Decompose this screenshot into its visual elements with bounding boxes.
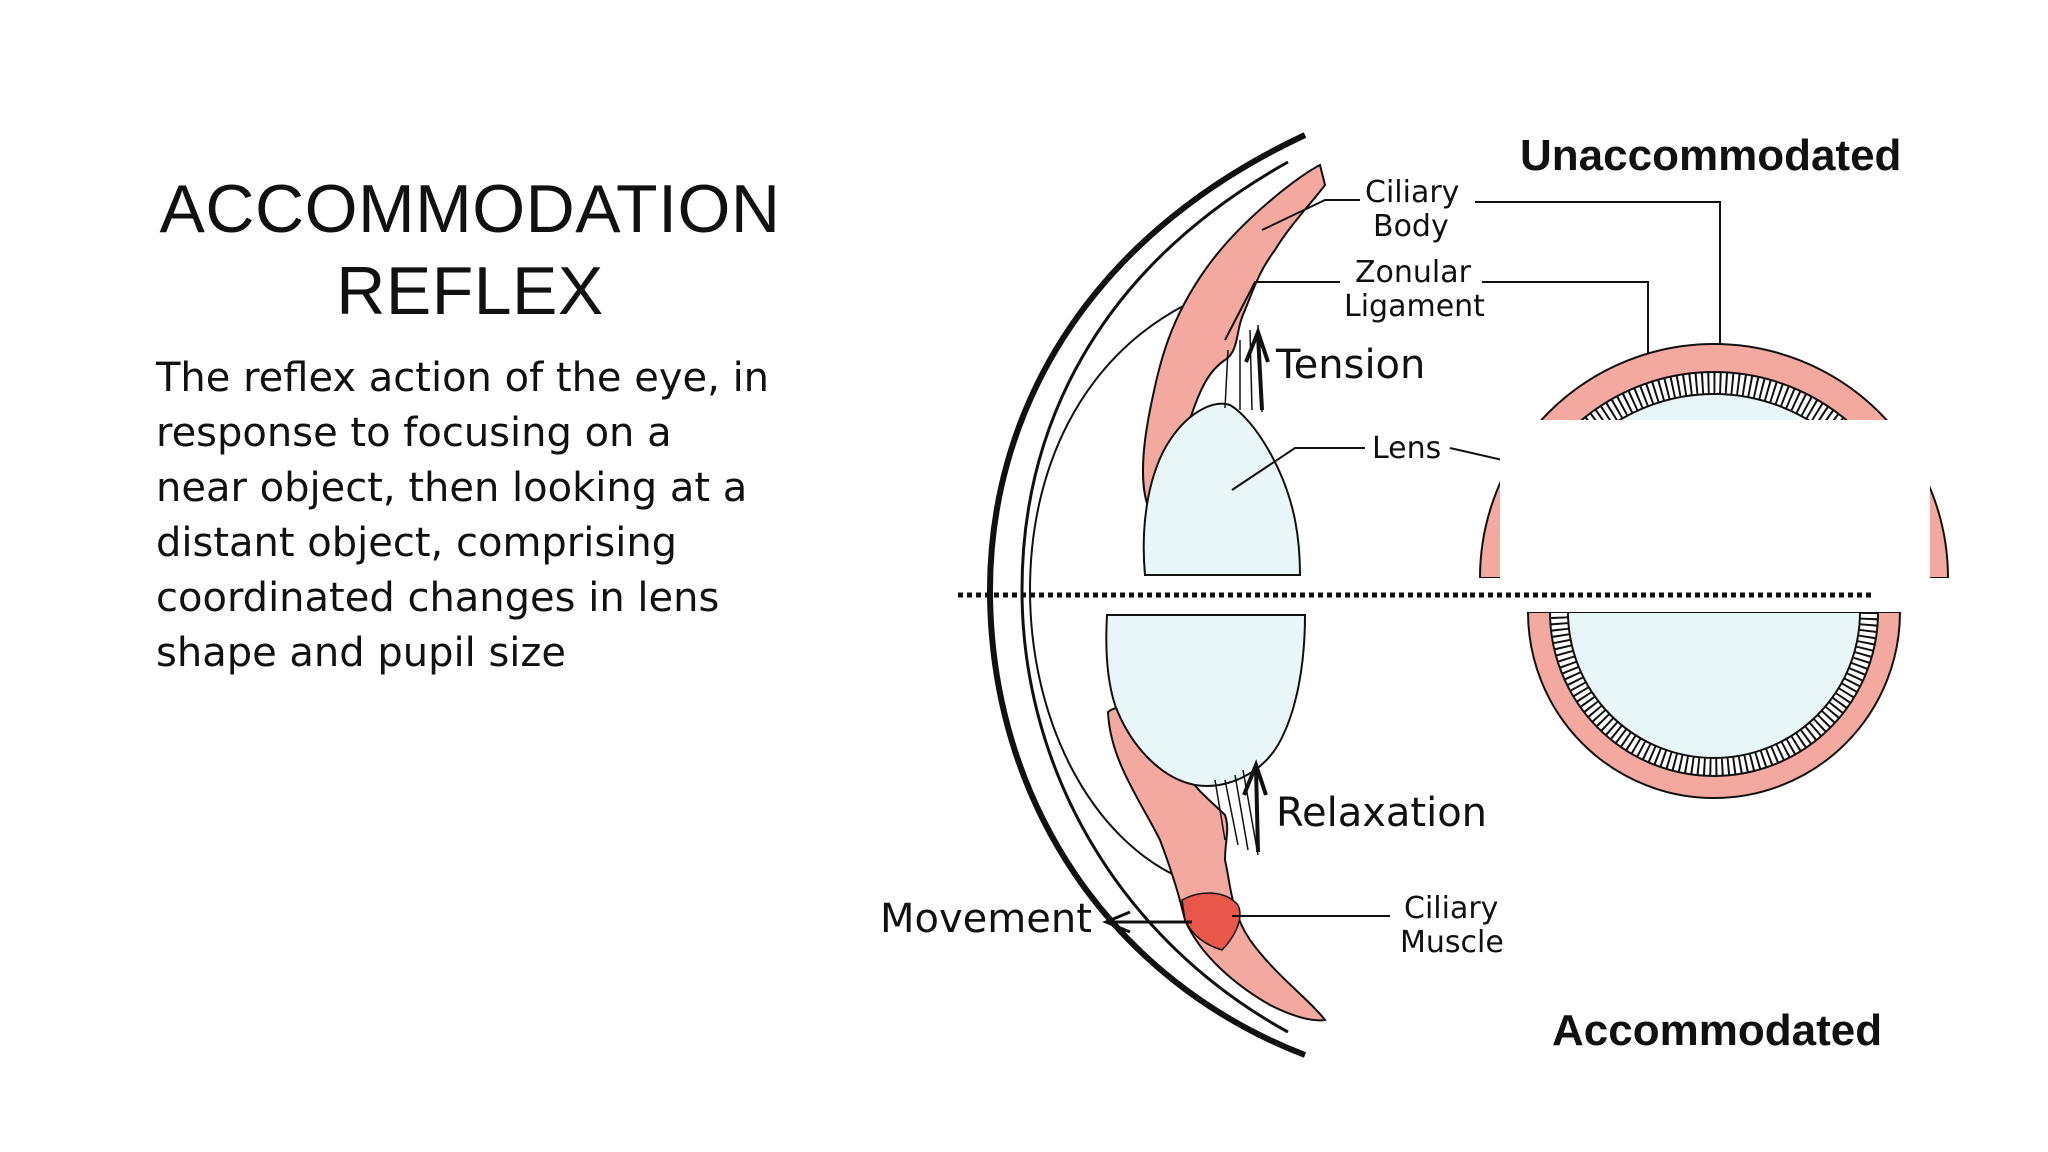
body-line: distant object, comprising [156,520,678,566]
body-line: response to focusing on a [156,410,672,456]
body-line: near object, then looking at a [156,465,748,511]
movement-arrow [1102,910,1192,934]
title-line-1: ACCOMMODATION [159,171,781,247]
iris-curve [1028,304,1186,881]
label-movement: Movement [880,896,1092,942]
ring-accommodated-mask [1500,420,1930,612]
slide-body-text: The reflex action of the eye, in respons… [156,351,816,681]
slide-title: ACCOMMODATION REFLEX [120,168,820,332]
body-line: The reflex action of the eye, in [156,355,770,401]
accommodation-diagram: Unaccommodated Accommodated Ciliary Body… [860,120,1980,1080]
lens-lower [1105,614,1307,787]
zonular-fibers-lower [1214,769,1259,856]
ciliary-muscle-highlight [1181,892,1241,951]
accommodation-diagram-svg: Unaccommodated Accommodated Ciliary Body… [880,131,1960,1058]
lens-upper [1142,402,1302,576]
heading-unaccommodated: Unaccommodated [1520,131,1901,180]
relaxation-arrow [1242,759,1268,853]
label-relaxation: Relaxation [1276,790,1487,836]
label-tension: Tension [1275,342,1425,388]
label-ciliary-muscle-2: Muscle [1400,925,1504,960]
label-zonular-2: Ligament [1344,289,1485,324]
label-ciliary-muscle-1: Ciliary [1404,891,1498,926]
label-zonular-1: Zonular [1355,255,1472,290]
label-lens: Lens [1372,431,1441,466]
title-line-2: REFLEX [336,253,604,329]
label-ciliary-body-2: Body [1373,209,1449,244]
tension-arrow [1244,326,1270,411]
heading-accommodated: Accommodated [1552,1006,1882,1055]
ring-accommodated-lens [1566,611,1862,759]
cornea-outer-curve [986,132,1307,1058]
label-ciliary-body-1: Ciliary [1365,175,1459,210]
body-line: shape and pupil size [156,630,567,676]
body-line: coordinated changes in lens [156,575,720,621]
